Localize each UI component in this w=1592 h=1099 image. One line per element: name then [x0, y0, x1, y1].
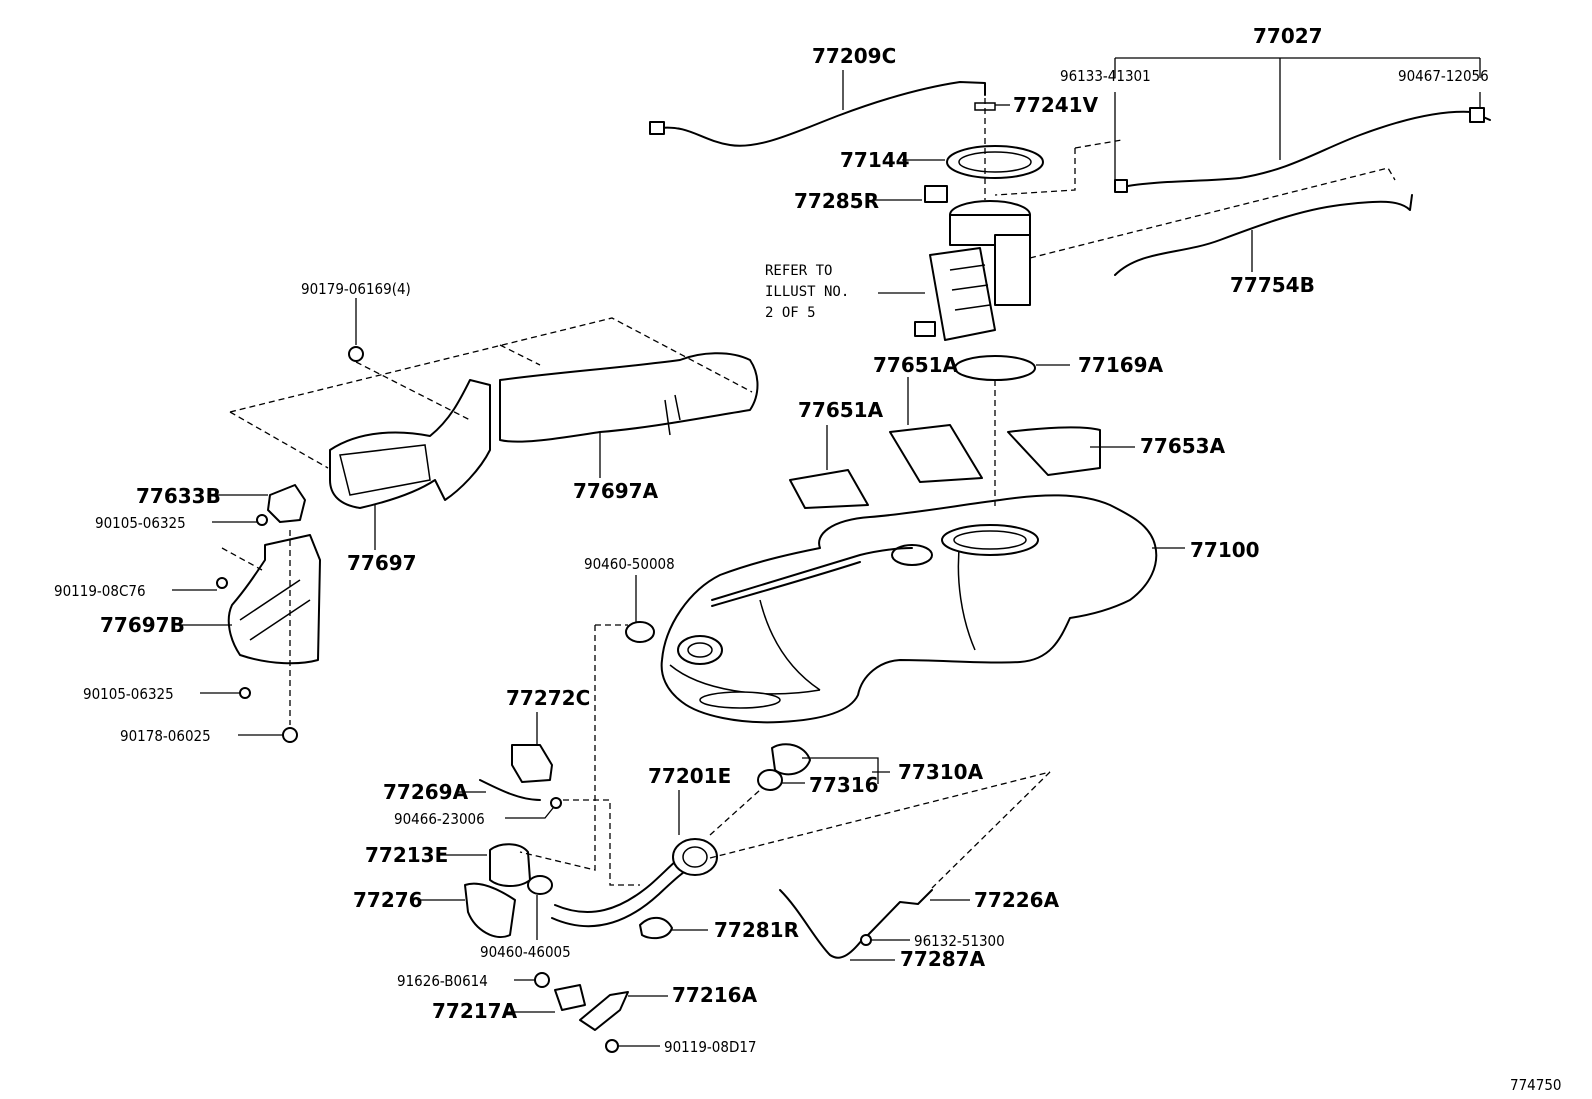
label-77310A: 77310A	[898, 760, 984, 784]
label-96132-51300: 96132-51300	[914, 932, 1005, 950]
label-90179-06169: 90179-06169(4)	[301, 280, 411, 298]
cap-77310A	[771, 743, 811, 776]
note-line-1: REFER TO	[765, 263, 832, 279]
label-77169A: 77169A	[1078, 353, 1164, 377]
label-77697: 77697	[347, 551, 417, 575]
label-90466-23006: 90466-23006	[394, 810, 485, 828]
nut-90179-06169	[348, 346, 364, 362]
clip-77241V	[974, 102, 996, 111]
hose-77287A	[779, 889, 863, 959]
label-77697B: 77697B	[100, 613, 185, 637]
hose-77213E	[489, 843, 531, 887]
part-labels: 77209C 77027 96133-41301 90467-12056 772…	[54, 24, 1562, 1094]
clamp-90467-12056	[1469, 107, 1485, 123]
wire-harness-77209C	[659, 81, 986, 147]
insulator-77697	[329, 379, 491, 509]
label-77276: 77276	[353, 888, 423, 912]
label-77213E: 77213E	[365, 843, 448, 867]
label-77201E: 77201E	[648, 764, 731, 788]
bracket-77216A	[579, 991, 629, 1031]
fuel-tank-77100	[660, 494, 1158, 724]
label-77697A: 77697A	[573, 479, 659, 503]
label-90460-50008: 90460-50008	[584, 555, 675, 573]
label-77651A-1: 77651A	[873, 353, 959, 377]
tube-77027	[1121, 110, 1491, 188]
label-91626-B0614: 91626-B0614	[397, 972, 488, 990]
protector-77651A-1	[789, 469, 869, 509]
label-96133-41301: 96133-41301	[1060, 67, 1151, 85]
label-77754B: 77754B	[1230, 273, 1315, 297]
leader-lines	[172, 57, 1481, 1047]
gasket-77316	[757, 769, 783, 791]
valve-77272C	[511, 744, 553, 783]
clamp-90460-50008	[625, 621, 655, 643]
clamp-96133-41301	[1114, 179, 1128, 193]
label-77027: 77027	[1253, 24, 1323, 48]
label-77217A: 77217A	[432, 999, 518, 1023]
label-77272C: 77272C	[506, 686, 590, 710]
insulator-77697A	[499, 352, 759, 443]
label-77281R: 77281R	[714, 918, 799, 942]
label-77144: 77144	[840, 148, 910, 172]
label-77285R: 77285R	[794, 189, 879, 213]
label-77209C: 77209C	[812, 44, 896, 68]
tube-77754B	[1114, 194, 1413, 276]
label-77216A: 77216A	[672, 983, 758, 1007]
clip-77285R	[924, 185, 948, 203]
label-77651A-2: 77651A	[798, 398, 884, 422]
label-77269A: 77269A	[383, 780, 469, 804]
clamp-90460-46005	[527, 875, 553, 895]
bolt-90105-06325-1	[256, 514, 268, 526]
label-77226A: 77226A	[974, 888, 1060, 912]
label-77653A: 77653A	[1140, 434, 1226, 458]
note-line-2: ILLUST NO.	[765, 284, 849, 300]
label-90119-08C76: 90119-08C76	[54, 582, 146, 600]
bracket-77633B	[267, 484, 306, 523]
note-line-3: 2 OF 5	[765, 305, 816, 321]
protector-77276	[464, 882, 516, 938]
label-90460-46005: 90460-46005	[480, 943, 571, 961]
clamp-96132-51300	[860, 934, 872, 946]
label-77316: 77316	[809, 773, 879, 797]
fuel-pump-assembly	[914, 200, 1031, 341]
insulator-77697B	[227, 534, 321, 665]
clip-91626-B0614	[534, 972, 550, 988]
label-77241V: 77241V	[1013, 93, 1099, 117]
assembly-lines	[221, 98, 1396, 889]
connector-77209C	[649, 121, 665, 135]
label-90105-06325-2: 90105-06325	[83, 685, 174, 703]
label-90467-12056: 90467-12056	[1398, 67, 1489, 85]
retainer-ring-77144	[946, 145, 1044, 179]
filler-pipe-77201E	[551, 838, 718, 928]
nut-90178-06025	[282, 727, 298, 743]
clamp-77281R	[639, 916, 673, 940]
protector-77651A-2	[889, 424, 983, 483]
gasket-77169A	[954, 355, 1036, 381]
hose-77269A	[479, 779, 541, 801]
clamp-90466-23006	[550, 797, 562, 809]
protector-77653A	[1007, 426, 1101, 476]
bolt-90119-08D17	[605, 1039, 619, 1053]
label-77287A: 77287A	[900, 947, 986, 971]
bolt-90119-08C76	[216, 577, 228, 589]
tube-77226A	[867, 889, 933, 936]
label-77100: 77100	[1190, 538, 1260, 562]
bolt-90105-06325-2	[239, 687, 251, 699]
illustration-number: 774750	[1510, 1076, 1562, 1094]
label-77633B: 77633B	[136, 484, 221, 508]
bracket-77217A	[554, 984, 586, 1011]
label-90119-08D17: 90119-08D17	[664, 1038, 757, 1056]
label-90105-06325-1: 90105-06325	[95, 514, 186, 532]
label-90178-06025: 90178-06025	[120, 727, 211, 745]
